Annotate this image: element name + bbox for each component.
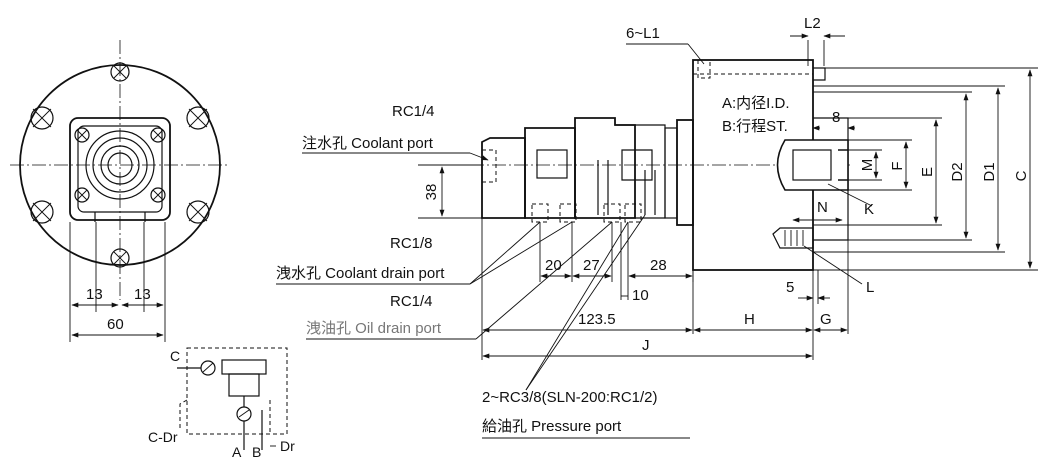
dim-38: 38 bbox=[423, 184, 440, 201]
dim-c: C bbox=[1013, 170, 1030, 181]
dim-60: 60 bbox=[107, 316, 124, 333]
dim-28: 28 bbox=[650, 257, 667, 274]
horizontal-dimensions: L2 8 N 5 G H 123.5 J 20 27 28 1 bbox=[423, 15, 855, 359]
dim-20: 20 bbox=[545, 257, 562, 274]
dim-k: K bbox=[864, 201, 874, 218]
schematic-a-label: A bbox=[232, 444, 242, 460]
dim-d2: D2 bbox=[949, 162, 966, 181]
dim-13-left: 13 bbox=[86, 286, 103, 303]
dim-l: L bbox=[866, 279, 874, 296]
dim-e: E bbox=[919, 167, 936, 177]
label-bolt-holes: 6~L1 bbox=[626, 25, 660, 42]
extension-lines bbox=[418, 40, 1038, 360]
dim-27: 27 bbox=[583, 257, 600, 274]
label-rc14-top: RC1/4 bbox=[392, 103, 435, 120]
dim-h: H bbox=[744, 311, 755, 328]
dim-5: 5 bbox=[786, 279, 794, 296]
schematic-cdr-label: C-Dr bbox=[148, 429, 178, 445]
label-rc18: RC1/8 bbox=[390, 235, 433, 252]
dim-10: 10 bbox=[632, 287, 649, 304]
dim-d1: D1 bbox=[981, 162, 998, 181]
dim-f: F bbox=[889, 161, 906, 170]
dim-g: G bbox=[820, 311, 832, 328]
dim-n: N bbox=[817, 199, 828, 216]
callouts: RC1/4 注水孔 Coolant port RC1/8 洩水孔 Coolant… bbox=[276, 25, 874, 439]
schematic-c-label: C bbox=[170, 348, 180, 364]
dim-13-right: 13 bbox=[134, 286, 151, 303]
note-a: A:内径I.D. bbox=[722, 95, 790, 112]
dim-8: 8 bbox=[832, 109, 840, 126]
dim-123-5: 123.5 bbox=[578, 311, 616, 328]
label-oil-drain-port: 洩油孔 Oil drain port bbox=[306, 320, 442, 337]
dim-l2: L2 bbox=[804, 15, 821, 32]
label-pressure-thread: 2~RC3/8(SLN-200:RC1/2) bbox=[482, 389, 658, 406]
note-b: B:行程ST. bbox=[722, 118, 788, 135]
dim-j: J bbox=[642, 337, 650, 354]
label-pressure-port: 給油孔 Pressure port bbox=[482, 418, 622, 435]
vertical-dimensions: C D1 D2 E F M bbox=[859, 69, 1033, 269]
schematic-b-label: B bbox=[252, 444, 261, 460]
label-rc14-bottom: RC1/4 bbox=[390, 293, 433, 310]
side-view bbox=[470, 59, 850, 271]
bolt-hole-marks bbox=[30, 62, 210, 268]
front-view: 13 13 60 bbox=[10, 40, 230, 342]
square-housing bbox=[69, 117, 171, 221]
hydraulic-schematic: C C-Dr A B Dr bbox=[148, 347, 295, 460]
schematic-dr-label: Dr bbox=[280, 438, 295, 454]
label-coolant-drain-port: 洩水孔 Coolant drain port bbox=[276, 265, 445, 282]
label-coolant-port: 注水孔 Coolant port bbox=[302, 135, 434, 152]
dim-m: M bbox=[859, 159, 876, 172]
